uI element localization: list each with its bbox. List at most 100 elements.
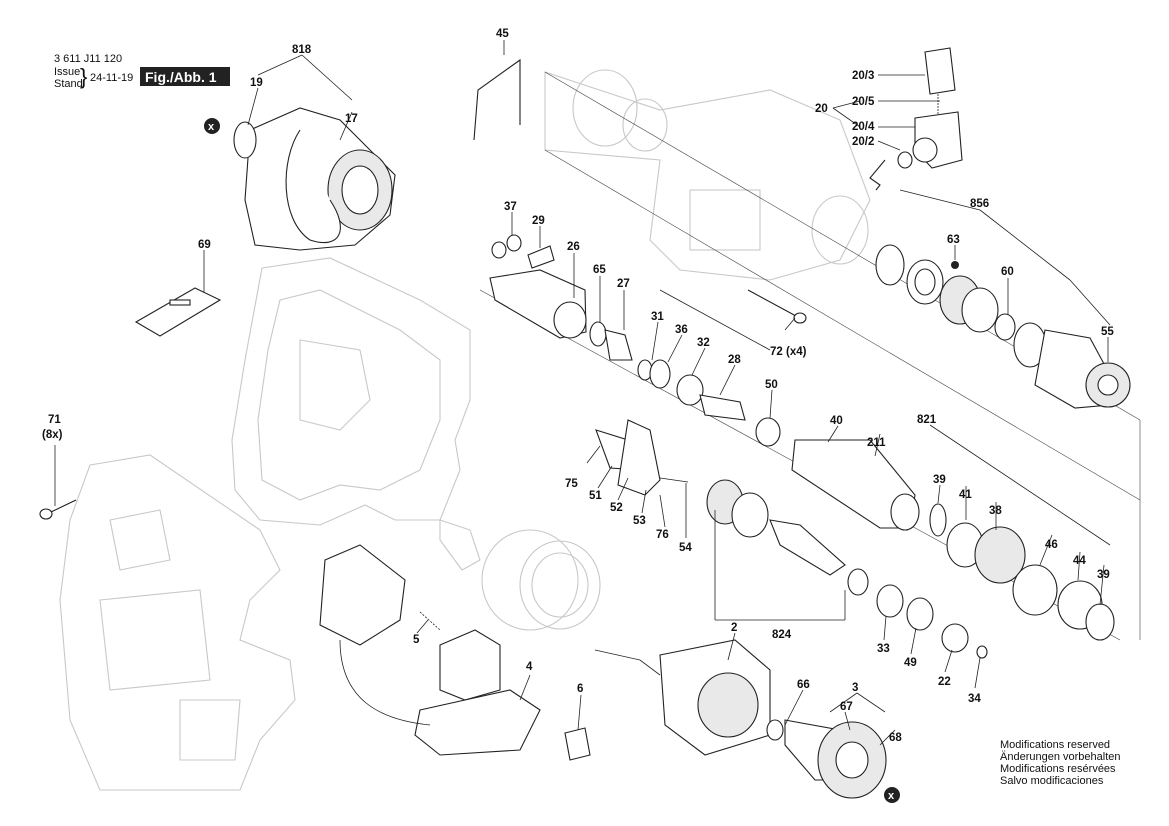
label-20-5: 20/5: [852, 96, 875, 108]
title-block: 3 611 J11 120 Issue Stand } 24-11-19 Fig…: [54, 53, 230, 90]
label-4: 4: [526, 661, 533, 673]
label-818: 818: [292, 44, 312, 56]
issue-date: 24-11-19: [90, 72, 133, 84]
label-20-2: 20/2: [852, 136, 874, 148]
housing-half-outline: [231, 257, 481, 571]
label-49: 49: [904, 657, 917, 669]
figure-label: Fig./Abb. 1: [145, 69, 217, 85]
label-44: 44: [1073, 555, 1086, 567]
label-6: 6: [577, 683, 583, 695]
label-65: 65: [593, 264, 606, 276]
label-38: 38: [989, 505, 1002, 517]
label-36: 36: [675, 324, 688, 336]
label-53: 53: [633, 515, 646, 527]
part-71-screw: [39, 499, 77, 520]
label-75: 75: [565, 478, 578, 490]
label-26: 26: [567, 241, 580, 253]
motor-housing-outline: [481, 529, 601, 631]
part-3-rotor: [766, 719, 887, 799]
label-50: 50: [765, 379, 778, 391]
label-55: 55: [1101, 326, 1114, 338]
label-45: 45: [496, 28, 509, 40]
header-brace: }: [80, 64, 87, 89]
label-72: 72 (x4): [770, 346, 807, 358]
label-76: 76: [656, 529, 669, 541]
label-31: 31: [651, 311, 664, 323]
label-27: 27: [617, 278, 630, 290]
part-28-striker-group: [637, 359, 781, 447]
label-5: 5: [413, 634, 420, 646]
label-54: 54: [679, 542, 692, 554]
svg-text:x: x: [208, 121, 215, 133]
part-19-oring: [233, 121, 257, 159]
label-37: 37: [504, 201, 517, 213]
issue-label: Issue: [54, 66, 80, 78]
part-2-stator: [594, 639, 771, 756]
part-labels: 818 19 17 69 71 (8x) 45 20/3 20 20/5 20/…: [42, 28, 1114, 744]
label-41: 41: [959, 489, 972, 501]
x-marker-top: x: [204, 118, 220, 134]
part-5-spring: [419, 611, 441, 631]
modification-notice: Modifications reserved Änderungen vorbeh…: [1000, 739, 1120, 787]
label-33: 33: [877, 643, 890, 655]
label-32: 32: [697, 337, 710, 349]
part-75-lever-group: [595, 419, 689, 496]
label-20-3: 20/3: [852, 70, 874, 82]
drawing-number: 3 611 J11 120: [54, 53, 122, 65]
part-63-ball: [951, 261, 959, 269]
label-46: 46: [1045, 539, 1058, 551]
notice-line-de: Änderungen vorbehalten: [1000, 751, 1120, 763]
part-26-piston-group: [489, 234, 633, 361]
part-821-clutch-group: [946, 522, 1115, 641]
leader-lines: [54, 40, 1111, 746]
label-29: 29: [532, 215, 545, 227]
x-marker-bottom: x: [884, 787, 900, 803]
part-856-spring-group: [875, 244, 1047, 368]
label-821: 821: [917, 414, 937, 426]
part-72-screw: [747, 289, 807, 324]
tool-body-outline: [59, 454, 296, 791]
part-211-hammer-tube: [791, 439, 947, 537]
label-211: 211: [867, 437, 886, 449]
part-45-clip: [473, 58, 521, 141]
label-20-4: 20/4: [852, 121, 875, 133]
label-69: 69: [198, 239, 211, 251]
label-52: 52: [610, 502, 623, 514]
notice-line-en: Modifications reserved: [1000, 739, 1110, 751]
label-67: 67: [840, 701, 853, 713]
label-39b: 39: [1097, 569, 1110, 581]
stand-label: Stand: [54, 78, 83, 90]
part-4-electronics: [319, 544, 541, 756]
label-824: 824: [772, 629, 792, 641]
label-71-qty: (8x): [42, 429, 63, 441]
part-824-intermediate-shaft: [706, 479, 869, 596]
label-22: 22: [938, 676, 951, 688]
part-69-plate: [134, 287, 222, 337]
label-19: 19: [250, 77, 263, 89]
part-818-flange: [244, 107, 396, 251]
label-17: 17: [345, 113, 358, 125]
label-51: 51: [589, 490, 602, 502]
notice-line-es: Salvo modificaciones: [1000, 775, 1104, 787]
label-60: 60: [1001, 266, 1014, 278]
label-68: 68: [889, 732, 902, 744]
part-55-chuck: [1034, 329, 1131, 409]
label-40: 40: [830, 415, 843, 427]
label-34: 34: [968, 693, 981, 705]
label-3: 3: [852, 682, 858, 694]
part-6-plug: [564, 727, 591, 761]
svg-text:x: x: [888, 790, 895, 802]
label-66: 66: [797, 679, 810, 691]
label-2: 2: [731, 622, 737, 634]
gearbox-housing-outline: [544, 69, 871, 281]
label-39a: 39: [933, 474, 946, 486]
part-33-49-22-bearings: [876, 584, 988, 659]
label-71: 71: [48, 414, 61, 426]
label-63: 63: [947, 234, 960, 246]
label-20: 20: [815, 103, 828, 115]
part-20-brush-holder: [869, 47, 963, 191]
figure-label-box: [140, 67, 230, 86]
label-856: 856: [970, 198, 989, 210]
notice-line-fr: Modifications resérvées: [1000, 763, 1116, 775]
